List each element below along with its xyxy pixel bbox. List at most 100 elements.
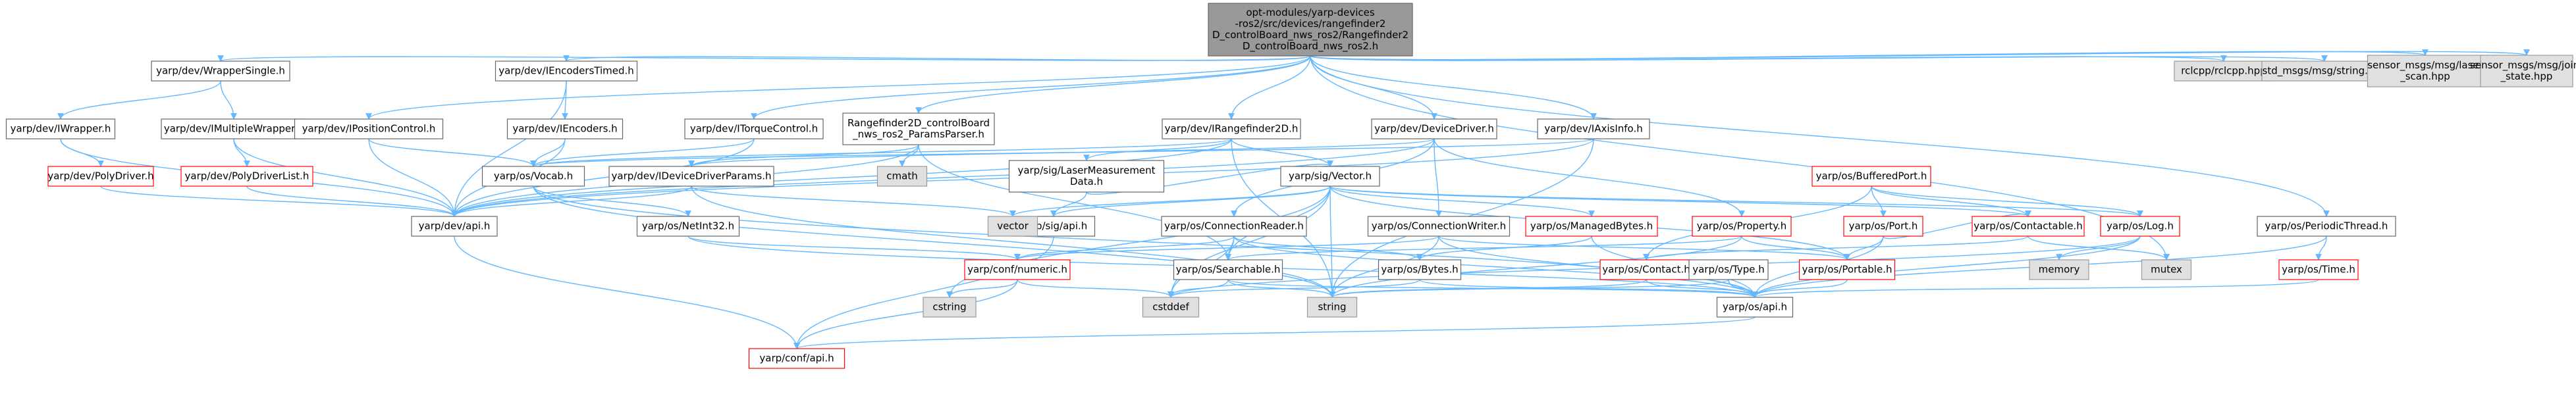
edge-netint32-to-confnumeric [687,235,1021,260]
node-box-connectionreader [1161,216,1307,237]
node-iwrapper[interactable]: yarp/dev/IWrapper.h [5,118,116,139]
node-type[interactable]: yarp/os/Type.h [1688,259,1769,280]
edge-connectionwriter-to-portable [1438,235,1850,260]
node-netint32[interactable]: yarp/os/NetInt32.h [636,216,740,237]
node-rclcpp[interactable]: rclcpp/rclcpp.hpp [2174,61,2274,82]
node-std_msgs[interactable]: std_msgs/msg/string.hpp [2261,61,2388,82]
edge-connectionreader-to-osapi [1233,235,1758,298]
edge-idevicedriverparams-to-string [691,185,1335,298]
node-polydriverlist[interactable]: yarp/dev/PolyDriverList.h [180,166,313,187]
node-label-contactable: yarp/os/Contactable.h [1973,220,2083,232]
node-devapi[interactable]: yarp/dev/api.h [411,216,498,237]
node-label-connectionwriter: yarp/os/ConnectionWriter.h [1372,220,1506,232]
node-box-params_parser [842,112,995,145]
node-searchable[interactable]: yarp/os/Searchable.h [1173,259,1283,280]
node-label-laser_scan: _scan.hpp [2400,70,2450,83]
node-iaxisinfo[interactable]: yarp/dev/IAxisInfo.h [1537,118,1650,139]
node-box-vocab [481,166,585,187]
node-root[interactable]: opt-modules/yarp-devices-ros2/src/device… [1208,3,1413,57]
node-confapi[interactable]: yarp/conf/api.h [748,348,845,369]
node-joint_state[interactable]: sensor_msgs/msg/joint_state.hpp [2470,55,2576,87]
node-label-cmath: cmath [886,170,917,182]
node-box-searchable [1173,259,1283,280]
node-box-imultiplewrapper [161,118,307,139]
node-irangefinder2d[interactable]: yarp/dev/IRangefinder2D.h [1162,118,1301,139]
edge-lasermeasurement-to-sigvector [1086,160,1333,195]
node-label-port: yarp/os/Port.h [1849,220,1918,232]
node-laser_scan[interactable]: sensor_msgs/msg/laser_scan.hpp [2367,55,2484,87]
edge-devicedriver-to-connectionwriter [1434,138,1442,217]
node-box-polydriver [47,166,154,187]
node-contact[interactable]: yarp/os/Contact.h [1599,259,1693,280]
node-log[interactable]: yarp/os/Log.h [2100,216,2180,237]
node-label-root: opt-modules/yarp-devices [1246,7,1375,18]
edge-searchable-to-cstddef [1167,279,1229,298]
node-itorquecontrol[interactable]: yarp/dev/ITorqueControl.h [684,118,824,139]
edge-iaxisinfo-to-vocab [530,138,1594,167]
node-mutex[interactable]: mutex [2141,259,2192,280]
node-label-periodicthread: yarp/os/PeriodicThread.h [2265,220,2388,232]
edge-polydriverlist-to-devapi [246,185,458,217]
node-ostime[interactable]: yarp/os/Time.h [2278,259,2359,280]
edge-root-to-params_parser [915,55,1311,114]
node-box-periodicthread [2257,216,2396,237]
node-connectionwriter[interactable]: yarp/os/ConnectionWriter.h [1367,216,1511,237]
edge-bufferedport-to-contactable [1871,185,2031,217]
node-label-joint_state: sensor_msgs/msg/joint [2470,59,2576,72]
node-contactable[interactable]: yarp/os/Contactable.h [1972,216,2085,237]
edge-bytes-to-cstddef [1167,279,1420,298]
node-box-bufferedport [1811,166,1931,187]
edge-contact-to-osapi [1646,279,1758,298]
node-label-root: D_controlBoard_nws_ros2/Rangefinder2 [1212,29,1409,41]
node-imultiplewrapper[interactable]: yarp/dev/IMultipleWrapper.h [161,118,307,139]
node-osapi[interactable]: yarp/os/api.h [1716,297,1794,318]
node-string[interactable]: string [1306,297,1358,318]
node-bufferedport[interactable]: yarp/os/BufferedPort.h [1811,166,1931,187]
node-ipositioncontrol[interactable]: yarp/dev/IPositionControl.h [294,118,444,139]
node-bytes[interactable]: yarp/os/Bytes.h [1378,259,1462,280]
node-params_parser[interactable]: Rangefinder2D_controlBoard_nws_ros2_Para… [842,112,995,145]
node-iencoders_timed[interactable]: yarp/dev/IEncodersTimed.h [495,61,638,82]
node-box-cstddef [1142,297,1200,318]
node-periodicthread[interactable]: yarp/os/PeriodicThread.h [2257,216,2396,237]
node-managedbytes[interactable]: yarp/os/ManagedBytes.h [1525,216,1658,237]
node-memory[interactable]: memory [2029,259,2089,280]
node-box-netint32 [636,216,740,237]
node-label-lasermeasurement: Data.h [1070,176,1103,187]
node-confnumeric[interactable]: yarp/conf/numeric.h [964,259,1071,280]
node-label-cstring: cstring [932,301,966,313]
node-box-sigvector [1280,166,1380,187]
node-vocab[interactable]: yarp/os/Vocab.h [481,166,585,187]
node-label-polydriverlist: yarp/dev/PolyDriverList.h [185,170,309,182]
node-label-bytes: yarp/os/Bytes.h [1381,264,1458,276]
node-label-mutex: mutex [2151,264,2182,276]
node-port[interactable]: yarp/os/Port.h [1843,216,1923,237]
edge-port-to-contactable [1883,210,2031,239]
node-label-devapi: yarp/dev/api.h [419,220,491,232]
node-label-itorquecontrol: yarp/dev/ITorqueControl.h [690,123,818,135]
node-vector[interactable]: vector [987,216,1038,237]
node-cstddef[interactable]: cstddef [1142,297,1200,318]
node-label-searchable: yarp/os/Searchable.h [1176,264,1281,276]
edge-connectionwriter-to-confnumeric [1014,235,1439,260]
node-idevicedriverparams[interactable]: yarp/dev/IDeviceDriverParams.h [608,166,774,187]
node-devicedriver[interactable]: yarp/dev/DeviceDriver.h [1371,118,1497,139]
node-label-rclcpp: rclcpp/rclcpp.hpp [2181,65,2266,77]
node-box-wrapper_single [151,61,290,82]
node-label-netint32: yarp/os/NetInt32.h [642,220,734,232]
edge-portable-to-osapi [1752,279,1848,298]
node-wrapper_single[interactable]: yarp/dev/WrapperSingle.h [151,61,290,82]
node-property[interactable]: yarp/os/Property.h [1692,216,1792,237]
node-box-std_msgs [2261,61,2388,82]
node-portable[interactable]: yarp/os/Portable.h [1798,259,1896,280]
node-label-osapi: yarp/os/api.h [1723,301,1787,313]
node-connectionreader[interactable]: yarp/os/ConnectionReader.h [1161,216,1307,237]
node-polydriver[interactable]: yarp/dev/PolyDriver.h [47,166,154,187]
node-iencoders[interactable]: yarp/dev/IEncoders.h [506,118,624,139]
edge-irangefinder2d-to-devapi [451,138,1232,217]
node-cstring[interactable]: cstring [923,297,977,318]
node-cmath[interactable]: cmath [876,166,928,187]
node-sigvector[interactable]: yarp/sig/Vector.h [1280,166,1380,187]
edge-root-to-iencoders_timed [563,55,1311,62]
